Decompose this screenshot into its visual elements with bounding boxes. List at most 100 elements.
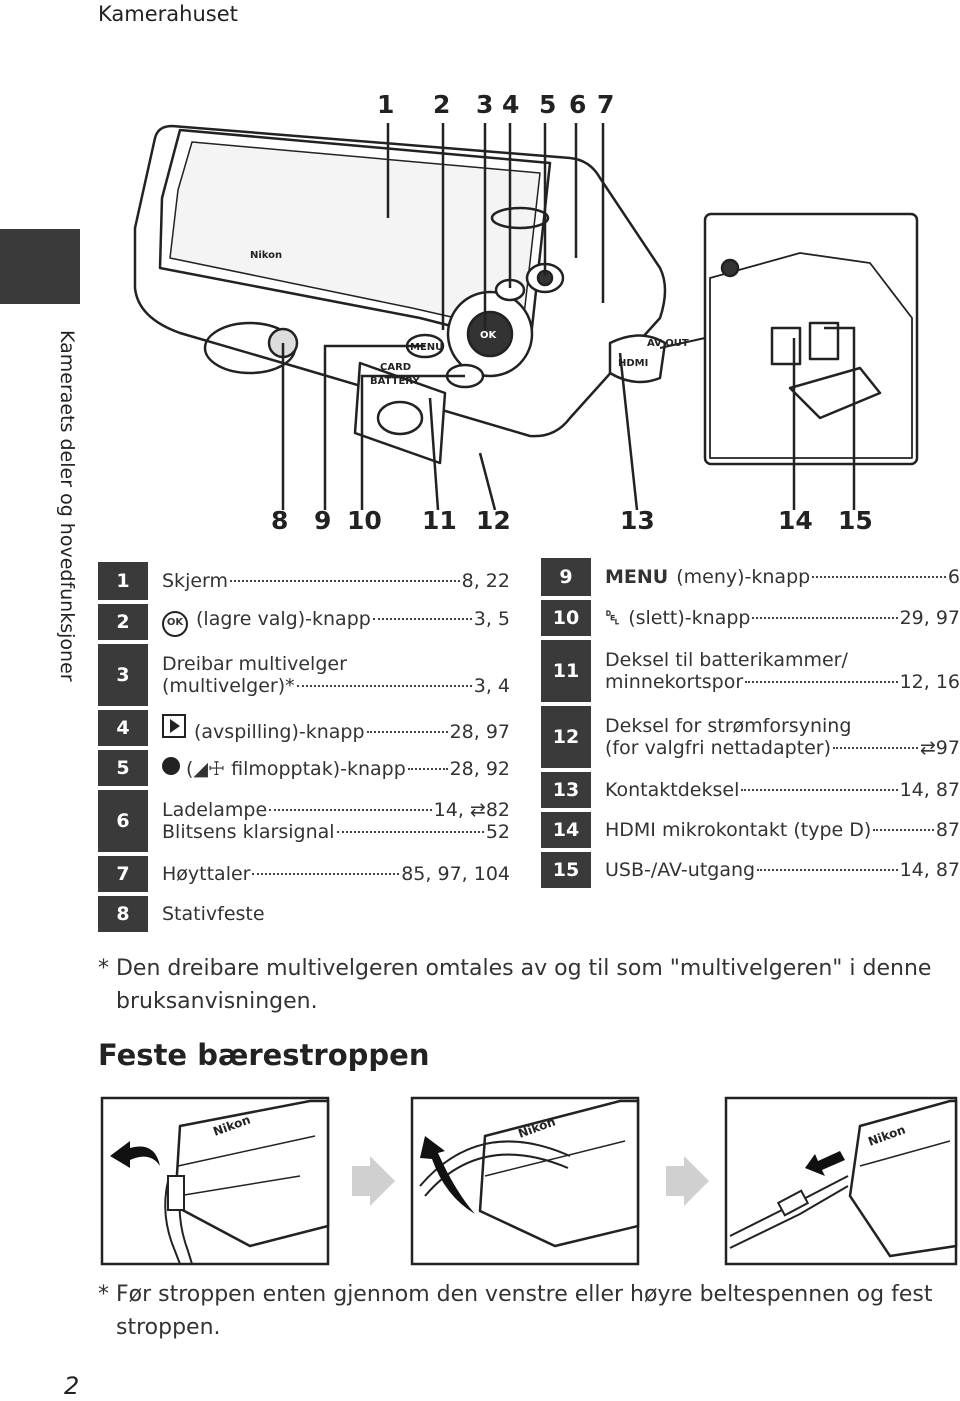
part-row-8: 8 Stativfeste xyxy=(98,894,510,936)
hdmi-label: HDMI xyxy=(618,358,648,369)
av-out-label: AV OUT xyxy=(647,338,689,349)
strap-section-title: Feste bærestroppen xyxy=(98,1038,430,1072)
part-pages: 3, 4 xyxy=(473,675,510,697)
part-pages: ⇄97 xyxy=(919,737,960,759)
callout-1: 1 xyxy=(377,90,395,119)
part-row-7: 7 Høyttaler 85, 97, 104 xyxy=(98,854,510,896)
part-number: 3 xyxy=(98,642,148,710)
curve-arrow-icon xyxy=(110,1141,160,1168)
part-label: USB-/AV-utgang xyxy=(605,859,756,881)
part-row-15: 15 USB-/AV-utgang 14, 87 xyxy=(541,850,960,892)
part-number: 5 xyxy=(98,748,148,790)
part-label: Deksel til batterikammer/ xyxy=(605,649,848,671)
record-icon xyxy=(162,756,180,775)
part-label: Ladelampe xyxy=(162,799,268,821)
callout-12: 12 xyxy=(476,506,511,535)
part-row-13: 13 Kontaktdeksel 14, 87 xyxy=(541,770,960,812)
part-row-12: 12 Deksel for strømforsyning (for valgfr… xyxy=(541,704,960,772)
part-row-11: 11 Deksel til batterikammer/ minnekortsp… xyxy=(541,638,960,706)
callout-4: 4 xyxy=(502,90,520,119)
part-number: 9 xyxy=(541,558,591,600)
part-pages: 52 xyxy=(485,821,510,843)
brand-label: Nikon xyxy=(250,250,282,261)
part-number: 6 xyxy=(98,788,148,856)
part-label: Dreibar multivelger xyxy=(162,653,347,675)
ok-icon: OK xyxy=(162,610,188,637)
callout-13: 13 xyxy=(620,506,655,535)
footnote-strap: * Før stroppen enten gjennom den venstre… xyxy=(98,1278,938,1344)
curve-arrow-icon xyxy=(420,1136,475,1214)
callout-8: 8 xyxy=(271,506,289,535)
part-number: 13 xyxy=(541,770,591,812)
part-number: 12 xyxy=(541,704,591,772)
part-label: (avspilling)-knapp xyxy=(194,720,365,743)
part-label: HDMI mikrokontakt (type D) xyxy=(605,819,872,841)
part-row-3: 3 Dreibar multivelger (multivelger)*3, 4 xyxy=(98,642,510,710)
callout-3: 3 xyxy=(476,90,494,119)
callout-11: 11 xyxy=(422,506,457,535)
part-row-5: 5 (◢☩ filmopptak)-knapp 28, 92 xyxy=(98,748,510,790)
part-label: Stativfeste xyxy=(162,903,265,925)
camera-diagram: Nikon CARD BATTERY HDMI AV OUT OK MENU xyxy=(133,123,919,510)
part-pages: 28, 97 xyxy=(449,720,510,743)
part-pages: 28, 92 xyxy=(449,757,510,780)
trash-icon: ␡ xyxy=(605,607,621,629)
part-number: 2 xyxy=(98,602,148,644)
section-header: Kamerahuset xyxy=(98,2,238,26)
part-number: 1 xyxy=(98,562,148,604)
step-arrow-icon xyxy=(666,1156,709,1206)
play-icon xyxy=(162,713,186,738)
part-number: 14 xyxy=(541,810,591,852)
part-label: minnekortspor xyxy=(605,671,744,693)
part-label: (slett)-knapp xyxy=(628,607,751,629)
page-number: 2 xyxy=(64,1372,80,1400)
part-number: 4 xyxy=(98,708,148,750)
step-arrow-icon xyxy=(352,1156,395,1206)
part-pages: 87 xyxy=(935,819,960,841)
part-pages: 14, 87 xyxy=(899,859,960,881)
part-pages: 3, 5 xyxy=(473,607,510,630)
menu-label: MENU xyxy=(410,342,443,353)
part-pages: 85, 97, 104 xyxy=(401,863,510,885)
footnote-line: * Før stroppen enten gjennom den venstre… xyxy=(98,1282,933,1307)
part-number: 7 xyxy=(98,854,148,896)
part-label: Høyttaler xyxy=(162,863,251,885)
part-label: (◢☩ filmopptak)-knapp xyxy=(186,757,406,780)
callout-6: 6 xyxy=(569,90,587,119)
part-row-14: 14 HDMI mikrokontakt (type D) 87 xyxy=(541,810,960,852)
ok-label: OK xyxy=(480,330,498,341)
callout-9: 9 xyxy=(314,506,332,535)
part-label: (lagre valg)-knapp xyxy=(196,607,371,630)
straight-arrow-icon xyxy=(805,1151,845,1176)
part-number: 10 xyxy=(541,598,591,640)
callout-15: 15 xyxy=(838,506,873,535)
part-label: Deksel for strømforsyning xyxy=(605,715,852,737)
part-number: 8 xyxy=(98,894,148,936)
footnote-line: stroppen. xyxy=(116,1315,221,1340)
part-label: (for valgfri nettadapter) xyxy=(605,737,832,759)
part-pages: 14, 87 xyxy=(899,779,960,801)
card-label: CARD xyxy=(380,362,411,373)
callout-2: 2 xyxy=(433,90,451,119)
part-label: Skjerm xyxy=(162,570,229,592)
part-pages: 8, 22 xyxy=(461,570,510,592)
part-pages: 29, 97 xyxy=(899,607,960,629)
side-tab-label: Kameraets deler og hovedfunksjoner xyxy=(56,330,78,682)
callout-7: 7 xyxy=(597,90,615,119)
part-number: 15 xyxy=(541,850,591,892)
callout-14: 14 xyxy=(778,506,813,535)
part-row-1: 1 Skjerm 8, 22 xyxy=(98,562,510,604)
part-row-4: 4 (avspilling)-knapp 28, 97 xyxy=(98,708,510,750)
part-row-10: 10 ␡ (slett)-knapp 29, 97 xyxy=(541,598,960,640)
side-tab-block xyxy=(0,229,80,304)
parts-table-left: 1 Skjerm 8, 22 2 OK (lagre valg)-knapp 3, 5… xyxy=(98,562,510,936)
part-row-2: 2 OK (lagre valg)-knapp 3, 5 xyxy=(98,602,510,644)
part-label: Kontaktdeksel xyxy=(605,779,740,801)
part-label: Blitsens klarsignal xyxy=(162,821,335,843)
footnote-line: * Den dreibare multivelgeren omtales av … xyxy=(98,956,932,981)
strap-illustrations: Nikon Nikon Nikon xyxy=(100,1096,958,1266)
callout-5: 5 xyxy=(539,90,557,119)
